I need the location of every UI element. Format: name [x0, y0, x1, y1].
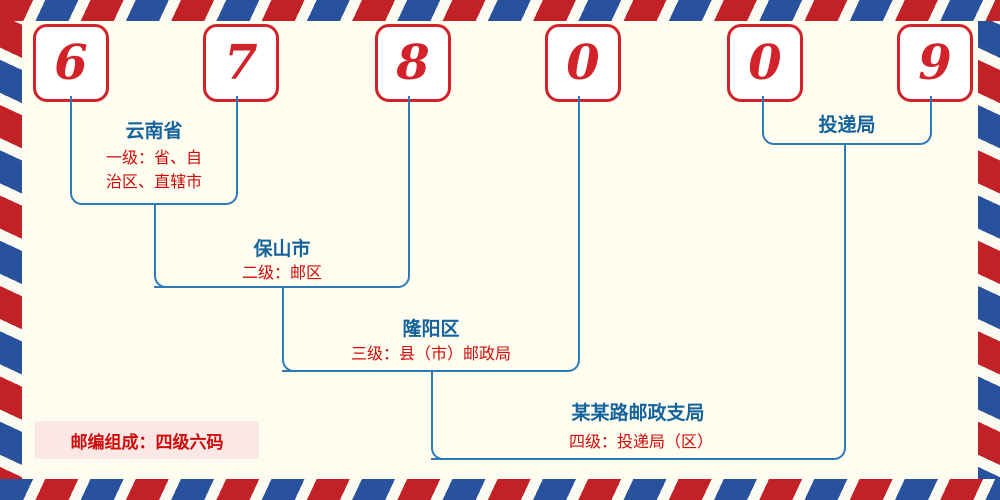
digit-5: 0 [748, 35, 782, 91]
digit-box-4: 0 [545, 24, 621, 102]
level4-bracket-left-line [431, 372, 455, 460]
level1-bracket-line [70, 96, 238, 205]
digit-box-5: 0 [727, 24, 803, 102]
composition-note-box: 邮编组成：四级六码 [35, 421, 259, 459]
level2-desc-label: 二级：邮区 [241, 263, 323, 282]
level1-desc-label: 一级：省、自 治区、直辖市 [106, 146, 202, 194]
level2-bracket-left-line [154, 205, 178, 288]
border-stripe-right [978, 0, 1000, 500]
level1-desc-line1: 一级：省、自 [105, 148, 203, 167]
digit-box-1: 6 [33, 24, 109, 102]
digit-2: 7 [224, 35, 258, 91]
border-stripe-left [0, 0, 22, 500]
level4-desc-label: 四级：投递局（区） [568, 432, 714, 451]
level2-place-label: 保山市 [253, 238, 311, 260]
digit-box-3: 8 [375, 24, 451, 102]
delivery-office-label: 投递局 [818, 114, 876, 136]
level3-bracket-line [282, 96, 580, 372]
level3-bracket-left-line [282, 288, 306, 372]
digit-3: 8 [396, 35, 430, 91]
digit-6: 9 [918, 35, 952, 91]
level4-place-label: 某某路邮政支局 [571, 402, 705, 424]
level3-desc-label: 三级：县（市）邮政局 [350, 344, 512, 363]
border-stripe-top [0, 0, 1000, 21]
composition-note-text: 邮编组成：四级六码 [70, 432, 224, 453]
delivery-bracket-line [762, 96, 932, 145]
digit-box-6: 9 [897, 24, 973, 102]
digit-4: 0 [566, 35, 600, 91]
level4-bracket-line [431, 145, 846, 460]
border-stripe-bottom [0, 479, 1000, 500]
level1-place-label: 云南省 [125, 120, 183, 142]
level3-place-label: 隆阳区 [402, 318, 460, 340]
digit-1: 6 [54, 35, 88, 91]
digit-box-2: 7 [203, 24, 279, 102]
level1-desc-line2: 治区、直辖市 [105, 172, 203, 191]
level2-bracket-line [154, 96, 410, 288]
